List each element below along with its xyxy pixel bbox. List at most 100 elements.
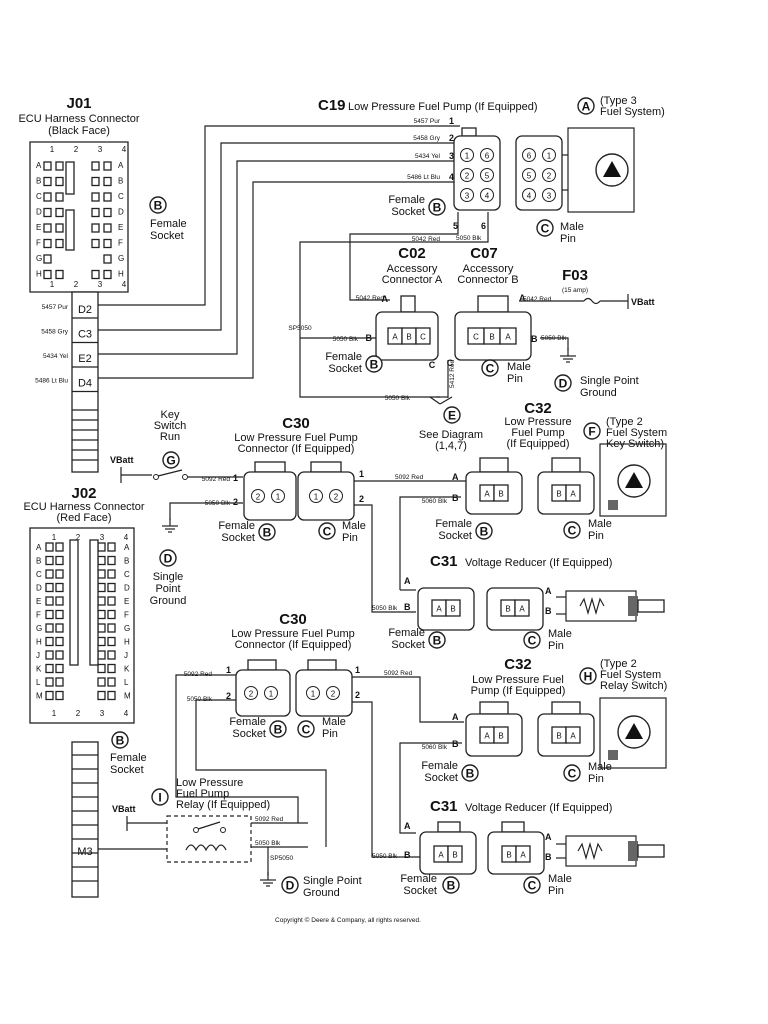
- c32b-pump-box: [599, 697, 667, 769]
- c31b-female-ref: [442, 876, 460, 894]
- diag-e-wire: [429, 396, 441, 405]
- j02-cavity: [45, 555, 54, 566]
- j01-cavity: [43, 223, 52, 233]
- c19-latch: [461, 127, 477, 137]
- c30b-title: Low Pressure Fuel Pump: [231, 628, 355, 640]
- j01-pin-D4: D4: [78, 378, 92, 390]
- j02-cavity: [55, 596, 64, 606]
- c30a-latch: [310, 461, 342, 473]
- j01-cavity: [103, 161, 112, 171]
- c30b-pin-cavity: [306, 686, 320, 700]
- c19-wire-label: 5486 Lt Blu: [407, 174, 440, 181]
- j02-cavity: [97, 555, 106, 566]
- j01-wire-label: 5457 Pur: [42, 304, 69, 311]
- j01-cavity: [43, 192, 52, 202]
- c31b-reducer-box: [565, 835, 637, 867]
- c02-cell-label: C: [420, 333, 426, 342]
- c19-pin-num: 1: [449, 116, 454, 126]
- c32a-pump-box: [599, 443, 667, 517]
- c30a-socket-body: [243, 471, 297, 521]
- c32b-male-ref: [563, 764, 581, 782]
- c30a-wire-out-2: [354, 504, 416, 613]
- c32b-wire-a-label: 5092 Red: [384, 670, 413, 677]
- c30b-male-ref-letter: C: [302, 723, 311, 737]
- j02-row-label: E: [36, 597, 41, 606]
- j01-row-label: C: [36, 192, 42, 201]
- c02-title: Accessory: [387, 263, 438, 275]
- ground-d1-ref-letter: D: [559, 377, 568, 391]
- c32a-pin-b: B: [452, 493, 459, 503]
- j01-subtitle: ECU Harness Connector: [18, 113, 139, 125]
- j02-cavity: [107, 636, 116, 647]
- c32b-type-ref-letter: H: [584, 670, 593, 684]
- c32a-id: C32: [524, 400, 552, 417]
- key-text: Switch: [154, 420, 186, 432]
- j02-cavity: [45, 677, 54, 687]
- c32b-type-text: Fuel System: [600, 669, 661, 681]
- relay-ref-letter: I: [158, 791, 161, 805]
- j01-ref: [149, 196, 167, 214]
- c30b-pin-cavity-num: 1: [311, 690, 316, 699]
- c30a-male-ref: [318, 522, 336, 540]
- c31a-resistor-icon: [579, 596, 605, 616]
- switch-blade: [157, 469, 183, 477]
- c02-cell: [415, 327, 431, 345]
- c30a-female-ref-letter: B: [263, 526, 272, 540]
- c07-wire-b: [540, 337, 569, 350]
- c31a-out-b: B: [545, 606, 552, 616]
- c30a-pin-cavity-num: 1: [314, 493, 319, 502]
- c02-female-text: Female: [325, 351, 362, 363]
- c07-wire-c-label: 5412 Red: [449, 359, 456, 388]
- c31b-title: Voltage Reducer (If Equipped): [465, 802, 612, 814]
- j02-col-label: 1: [52, 533, 57, 542]
- c31a-pin-b: B: [404, 602, 411, 612]
- j02-cavity: [97, 650, 106, 660]
- c19-wire-label: 5434 Yel: [415, 153, 441, 160]
- c02-female-ref-letter: B: [370, 358, 379, 372]
- j02-cavity: [55, 542, 64, 552]
- relay-contact: [220, 827, 226, 833]
- j02-row-label: B: [124, 557, 129, 566]
- c19-wire-3: [98, 160, 460, 355]
- c32b-pin-a: A: [452, 712, 459, 722]
- c30a-socket-cavity-num: 1: [276, 493, 281, 502]
- j02-col-label: 4: [124, 709, 129, 718]
- c31a-id: C31: [430, 553, 458, 570]
- c07-male-text: Male: [507, 361, 531, 373]
- c30b-out-pin1: 1: [355, 665, 360, 675]
- j02-cavity: [45, 582, 54, 593]
- j02-cavity: [97, 677, 106, 687]
- j02-row-label: C: [36, 570, 42, 579]
- c31b-latch: [501, 821, 525, 833]
- c30b-female-text: Socket: [232, 728, 266, 740]
- j02-cavity: [55, 663, 64, 674]
- c31b-latch: [437, 821, 461, 833]
- c31a-pin-cell-label: B: [505, 605, 510, 614]
- ground-d1-text: Single Point: [580, 375, 639, 387]
- c31b-male-ref-letter: C: [528, 879, 537, 893]
- j01-wire-label: 5458 Gry: [41, 329, 68, 336]
- c31a-terminal: [628, 596, 638, 616]
- c31a-pin-cell-label: A: [519, 605, 525, 614]
- c07-cell-label: B: [489, 333, 494, 342]
- c32a-female-ref-letter: B: [480, 525, 489, 539]
- j01-ref-letter: B: [154, 199, 163, 213]
- j01-cavity: [103, 192, 112, 202]
- j01-row-label: H: [118, 270, 124, 279]
- j01-cavity: [91, 161, 100, 171]
- key-vbatt: VBatt: [110, 455, 134, 465]
- j02-cavity: [97, 609, 106, 620]
- ground-d2-text: Ground: [150, 595, 187, 607]
- c31b-male-ref: [523, 876, 541, 894]
- c32b-socket-cell-label: A: [484, 732, 490, 741]
- c19-pin-cavity-num: 5: [527, 172, 532, 181]
- j01-row-label: D: [36, 208, 42, 217]
- c31b-pin-cell-label: A: [520, 851, 526, 860]
- c19-pin-cavity-num: 3: [547, 192, 552, 201]
- c19-pin-cavity: [542, 168, 556, 182]
- j02-row-label: C: [124, 570, 130, 579]
- j01-cavity: [55, 192, 64, 202]
- j01-col-label: 4: [122, 280, 127, 289]
- c31a-reducer-box: [565, 590, 637, 622]
- relay-coil-icon: [185, 844, 227, 852]
